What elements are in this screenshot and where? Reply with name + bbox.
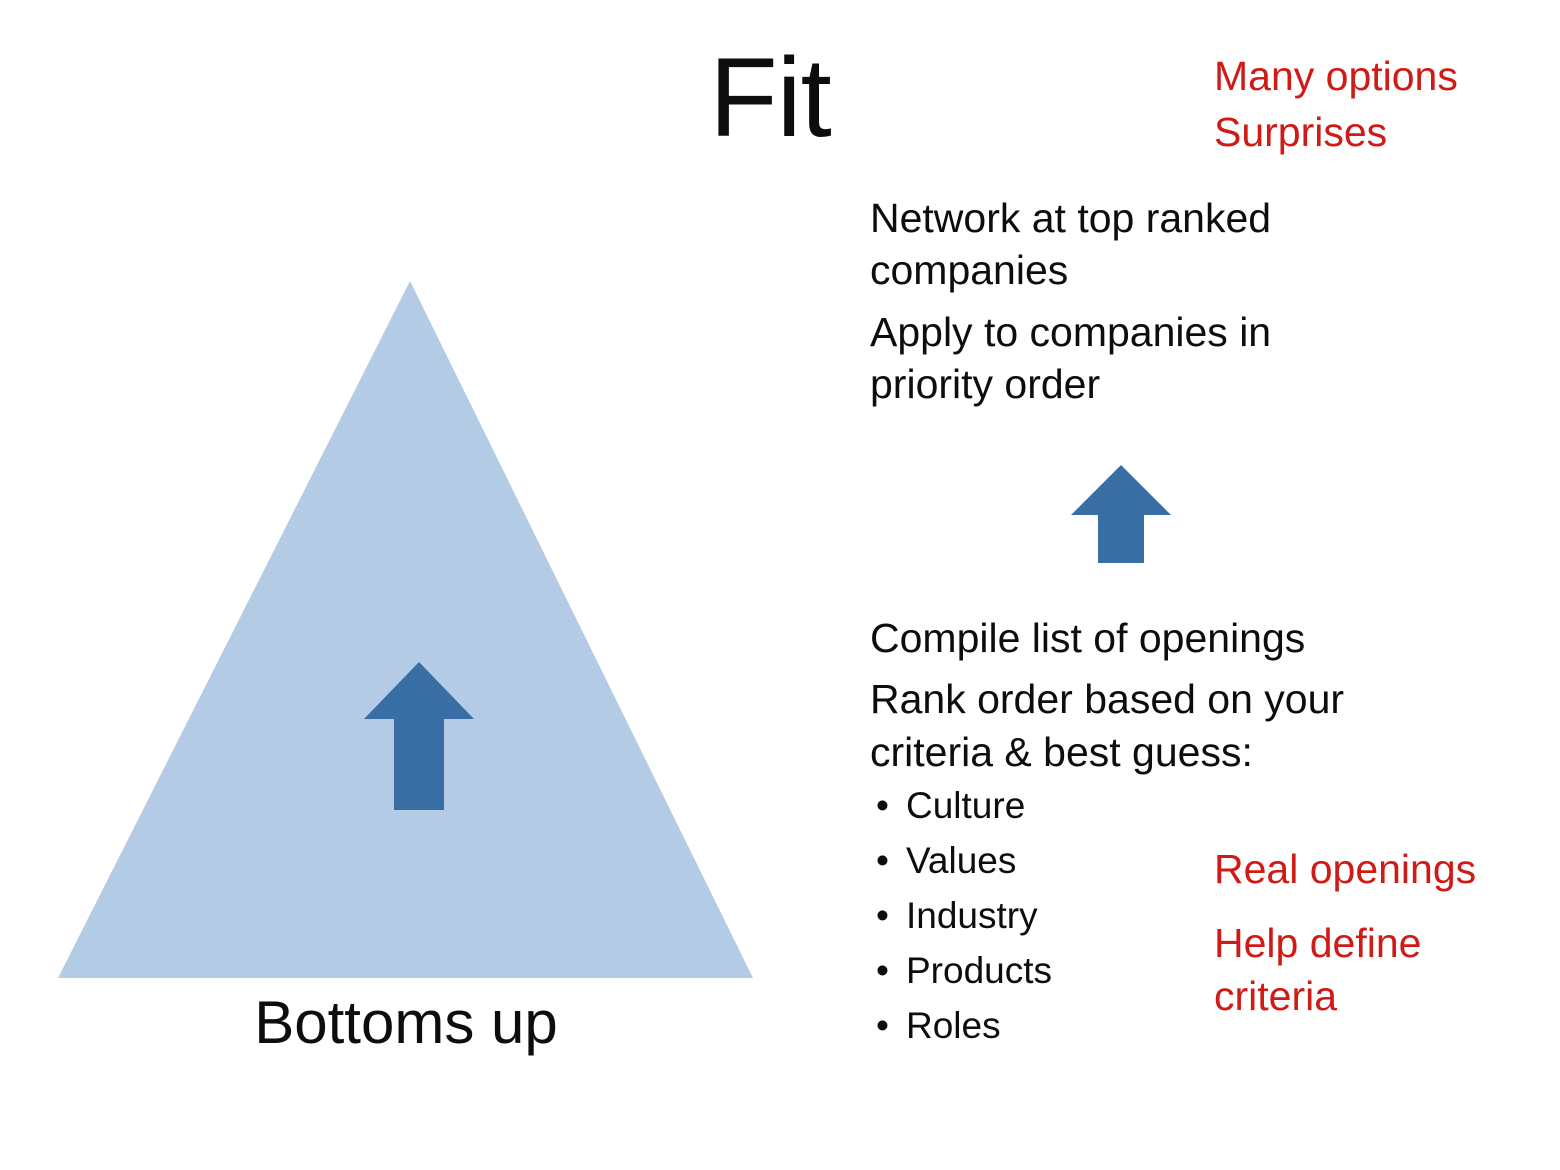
list-item-label: Culture	[906, 785, 1026, 827]
criteria-list: • Culture • Values • Industry • Products…	[870, 787, 1450, 1044]
pyramid-caption: Bottoms up	[254, 989, 558, 1056]
list-item-label: Roles	[906, 1005, 1001, 1047]
list-item-products: • Products	[870, 952, 1450, 989]
bullet-icon: •	[876, 895, 889, 937]
text-network-at-top-ranked-companies: Network at top ranked companies	[870, 195, 1272, 294]
bullet-icon: •	[876, 1005, 889, 1047]
bullet-icon: •	[876, 950, 889, 992]
list-item-roles: • Roles	[870, 1007, 1450, 1044]
text-apply-to-companies-in-priority-order: Apply to companies in priority order	[870, 308, 1272, 408]
top-text-block: Network at top ranked companies Apply to…	[870, 192, 1370, 411]
list-item-label: Values	[906, 840, 1017, 882]
bullet-icon: •	[876, 840, 889, 882]
text-compile-list-of-openings: Compile list of openings	[870, 615, 1306, 661]
up-arrow-icon-middle	[1071, 465, 1171, 563]
annotation-many-options: Many options	[1214, 53, 1458, 99]
list-item-label: Industry	[906, 895, 1038, 937]
list-item-label: Products	[906, 950, 1053, 992]
annotation-bottom-right: Real openings Help define criteria	[1214, 843, 1484, 1022]
list-item-values: • Values	[870, 842, 1450, 879]
annotation-top-right: Many options Surprises	[1214, 50, 1544, 159]
page-title: Fit	[709, 35, 831, 160]
list-item-culture: • Culture	[870, 787, 1450, 824]
up-arrow-icon-pyramid	[364, 662, 474, 810]
list-item-industry: • Industry	[870, 897, 1450, 934]
bullet-icon: •	[876, 785, 889, 827]
bottom-text-block: Compile list of openings Rank order base…	[870, 612, 1450, 1062]
annotation-real-openings: Real openings	[1214, 846, 1477, 892]
annotation-help-define-criteria: Help define criteria	[1214, 920, 1422, 1019]
text-rank-order-criteria: Rank order based on your criteria & best…	[870, 676, 1345, 775]
pyramid-shape	[50, 270, 762, 985]
annotation-surprises: Surprises	[1214, 109, 1388, 156]
